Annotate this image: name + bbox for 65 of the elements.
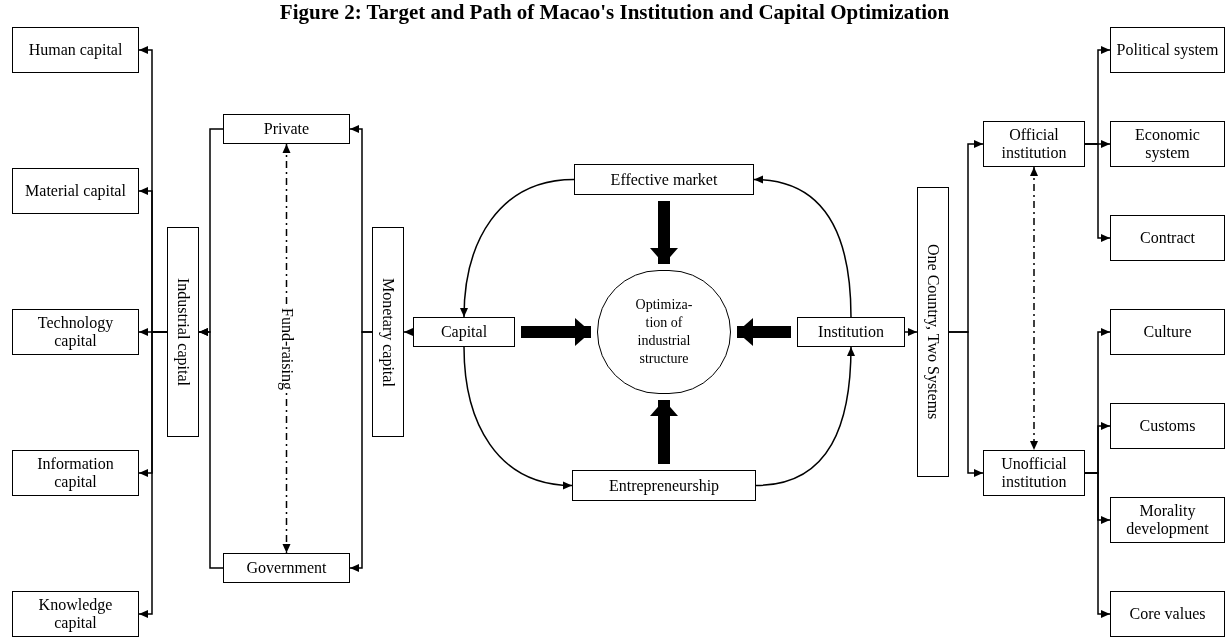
node-text: Entrepreneurship xyxy=(608,476,720,495)
process-box xyxy=(223,114,350,144)
node-text: Institution xyxy=(818,323,884,341)
node-text: Contract xyxy=(1139,229,1196,247)
node-text: Government xyxy=(246,559,327,577)
block-arrow xyxy=(737,318,791,346)
process-box xyxy=(223,553,350,583)
node-text: Core values xyxy=(1129,605,1206,623)
process-box xyxy=(574,164,754,195)
node-text: Capital xyxy=(440,323,488,341)
node-text: Customs xyxy=(1139,417,1196,435)
node-text: Knowledge capital xyxy=(37,596,114,632)
node-text: Private xyxy=(263,120,310,138)
node-text: Economic system xyxy=(1134,126,1201,162)
arrow xyxy=(1030,166,1038,451)
arrow xyxy=(948,331,984,477)
block-arrow xyxy=(521,318,591,346)
arrow xyxy=(138,331,168,618)
process-box xyxy=(372,227,404,437)
process-box xyxy=(917,187,949,477)
node-text: Information capital xyxy=(36,455,115,491)
node-text: Optimiza- tion of industrial structure xyxy=(634,296,694,368)
process-box xyxy=(12,450,139,496)
node-text: Industrial capital xyxy=(174,278,192,386)
node-text: Morality development xyxy=(1125,502,1210,538)
node-text: Technology capital xyxy=(36,314,115,350)
arrow xyxy=(1084,143,1111,242)
arrow xyxy=(1084,472,1111,618)
process-box xyxy=(983,450,1085,496)
figure-title: Figure 2: Target and Path of Macao's Institution and Capital Optimization xyxy=(278,0,951,24)
node-text: Monetary capital xyxy=(379,277,397,387)
node-text: Human capital xyxy=(28,41,123,59)
arrow xyxy=(753,176,852,318)
process-box xyxy=(12,591,139,637)
process-box xyxy=(1110,27,1225,73)
node-text: Culture xyxy=(1143,323,1192,341)
node-text: Material capital xyxy=(25,182,126,200)
block-arrow xyxy=(650,400,678,464)
block-arrow xyxy=(650,201,678,264)
process-box xyxy=(12,309,139,355)
process-box xyxy=(1110,309,1225,355)
process-box xyxy=(983,121,1085,167)
arrow xyxy=(460,178,575,318)
process-box xyxy=(1110,215,1225,261)
process-box xyxy=(797,317,905,347)
process-box xyxy=(1110,403,1225,449)
node-text: Unofficial institution xyxy=(1000,455,1068,491)
process-box xyxy=(413,317,515,347)
process-box xyxy=(12,27,139,73)
arrow xyxy=(463,346,573,489)
process-box xyxy=(1110,591,1225,637)
node-text: Official institution xyxy=(1000,126,1068,162)
process-box xyxy=(1110,497,1225,543)
process-box xyxy=(1110,121,1225,167)
arrow xyxy=(198,328,224,569)
arrow xyxy=(403,328,414,336)
process-box xyxy=(12,168,139,214)
arrow xyxy=(349,331,373,572)
process-box xyxy=(572,470,756,501)
process-box xyxy=(167,227,199,437)
arrow xyxy=(755,346,855,487)
node-text: Effective market xyxy=(610,170,718,189)
node-text: Political system xyxy=(1116,41,1219,59)
arrow xyxy=(904,328,918,336)
node-text: One Country, Two Systems xyxy=(924,244,942,420)
